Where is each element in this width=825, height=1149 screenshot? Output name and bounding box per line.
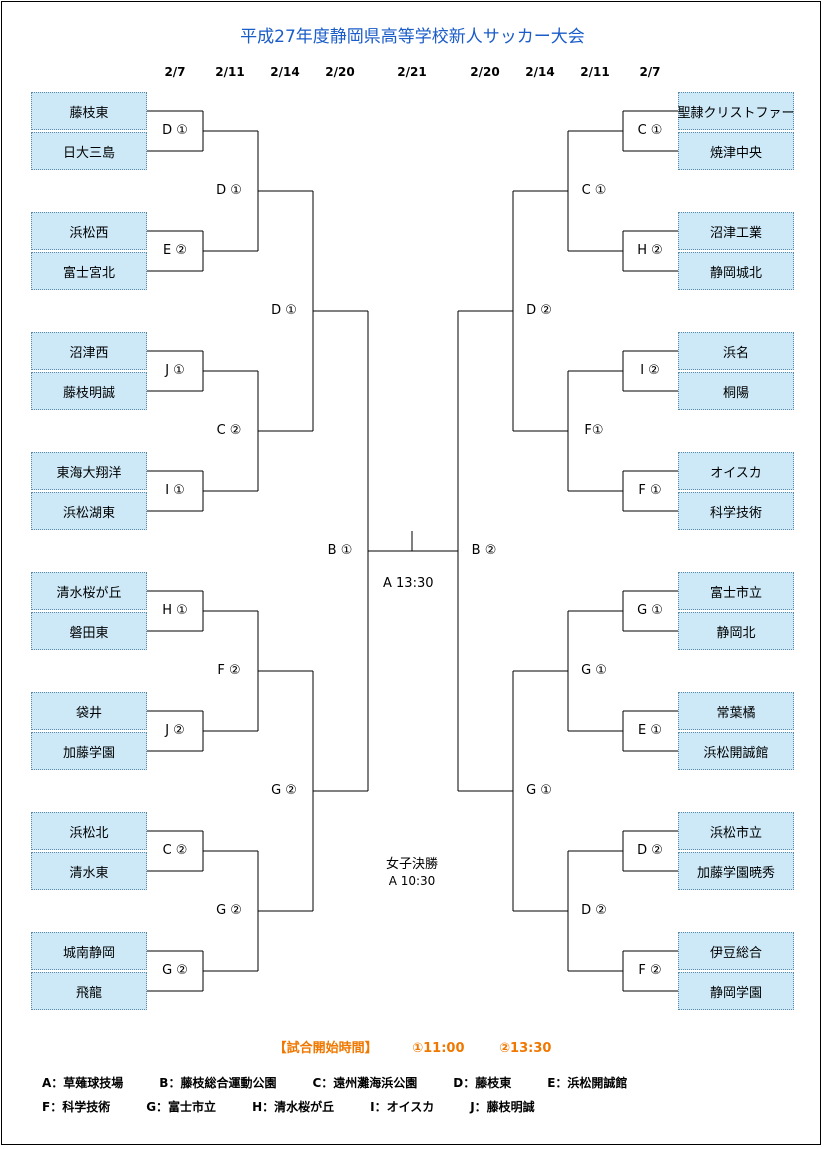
- match-label: G ②: [271, 783, 297, 798]
- team-box: 浜名: [678, 332, 794, 370]
- team-box: 清水桜が丘: [31, 572, 147, 610]
- team-box: 沼津工業: [678, 212, 794, 250]
- team-box: 富士市立: [678, 572, 794, 610]
- match-label: F①: [584, 423, 604, 438]
- legend-time-2: ②13:30: [499, 1041, 552, 1056]
- team-box: 桐陽: [678, 372, 794, 410]
- match-label: I ②: [640, 363, 660, 378]
- venue-item: H：清水桜が丘: [252, 1100, 335, 1114]
- team-box: 袋井: [31, 692, 147, 730]
- venue-list-row-1: A：草薙球技場 B：藤枝総合運動公園 C：遠州灘海浜公園 D：藤枝東 E：浜松開誠館: [42, 1074, 663, 1091]
- match-label: F ②: [638, 963, 662, 978]
- team-box: 静岡北: [678, 612, 794, 650]
- match-label: F ②: [217, 663, 241, 678]
- date-label: 2/21: [397, 65, 427, 79]
- date-label: 2/20: [325, 65, 355, 79]
- team-box: 伊豆総合: [678, 932, 794, 970]
- match-label: G ①: [637, 603, 663, 618]
- team-box: 沼津西: [31, 332, 147, 370]
- match-label: C ②: [162, 843, 188, 858]
- women-final-time: A 10:30: [388, 874, 436, 888]
- match-label: D ②: [581, 903, 607, 918]
- team-box: 藤枝東: [31, 92, 147, 130]
- venue-item: E：浜松開誠館: [547, 1076, 628, 1090]
- women-final-label: 女子決勝: [385, 857, 439, 872]
- venue-item: C：遠州灘海浜公園: [312, 1076, 418, 1090]
- match-label: D ②: [637, 843, 663, 858]
- match-label: I ①: [165, 483, 185, 498]
- match-label: C ①: [637, 123, 663, 138]
- team-box: 科学技術: [678, 492, 794, 530]
- team-box: 静岡城北: [678, 252, 794, 290]
- team-box: 常葉橘: [678, 692, 794, 730]
- team-box: 清水東: [31, 852, 147, 890]
- date-label: 2/20: [470, 65, 500, 79]
- team-box: 浜松北: [31, 812, 147, 850]
- venue-item: F：科学技術: [42, 1100, 111, 1114]
- date-label: 2/7: [639, 65, 661, 79]
- team-box: 浜松市立: [678, 812, 794, 850]
- match-label: E ①: [637, 723, 663, 738]
- team-box: 飛龍: [31, 972, 147, 1010]
- venue-item: G：富士市立: [146, 1100, 217, 1114]
- venue-list-row-2: F：科学技術 G：富士市立 H：清水桜が丘 I：オイスカ J：藤枝明誠: [42, 1098, 571, 1115]
- match-label: D ②: [526, 303, 552, 318]
- venue-item: D：藤枝東: [453, 1076, 512, 1090]
- venue-item: B：藤枝総合運動公園: [159, 1076, 277, 1090]
- match-label: J ②: [165, 723, 185, 738]
- team-box: 藤枝明誠: [31, 372, 147, 410]
- team-box: 磐田東: [31, 612, 147, 650]
- venue-item: J：藤枝明誠: [470, 1100, 535, 1114]
- team-box: 聖隷クリストファー: [678, 92, 795, 130]
- match-label: D ①: [216, 183, 242, 198]
- team-box: 日大三島: [31, 132, 147, 170]
- team-box: 焼津中央: [678, 132, 794, 170]
- match-label: D ①: [271, 303, 297, 318]
- team-box: 加藤学園暁秀: [678, 852, 794, 890]
- match-label: G ②: [216, 903, 242, 918]
- legend-time-1: ①11:00: [412, 1041, 465, 1056]
- team-box: 富士宮北: [31, 252, 147, 290]
- match-label: G ①: [526, 783, 552, 798]
- semifinal-label: B ②: [471, 543, 497, 558]
- match-label: H ①: [162, 603, 188, 618]
- date-label: 2/11: [215, 65, 245, 79]
- team-box: 浜松西: [31, 212, 147, 250]
- team-box: 浜松湖東: [31, 492, 147, 530]
- legend-heading: 【試合開始時間】: [273, 1041, 378, 1056]
- venue-item: A：草薙球技場: [42, 1076, 124, 1090]
- match-label: C ②: [216, 423, 242, 438]
- date-label: 2/14: [525, 65, 555, 79]
- match-label: D ①: [162, 123, 188, 138]
- match-label: H ②: [637, 243, 663, 258]
- team-box: 加藤学園: [31, 732, 147, 770]
- team-box: オイスカ: [678, 452, 794, 490]
- venue-item: I：オイスカ: [370, 1100, 435, 1114]
- team-box: 城南静岡: [31, 932, 147, 970]
- team-box: 浜松開誠館: [678, 732, 794, 770]
- semifinal-label: B ①: [327, 543, 353, 558]
- page-title: 平成27年度静岡県高等学校新人サッカー大会: [240, 27, 585, 47]
- date-label: 2/14: [270, 65, 300, 79]
- match-label: C ①: [581, 183, 607, 198]
- match-label: G ②: [162, 963, 188, 978]
- match-label: E ②: [162, 243, 188, 258]
- match-label: J ①: [165, 363, 185, 378]
- start-times-legend: 【試合開始時間】 ①11:00 ②13:30: [0, 1037, 825, 1056]
- match-label: G ①: [581, 663, 607, 678]
- team-box: 東海大翔洋: [31, 452, 147, 490]
- team-box: 静岡学園: [678, 972, 794, 1010]
- match-label: F ①: [638, 483, 662, 498]
- date-label: 2/11: [580, 65, 610, 79]
- date-label: 2/7: [164, 65, 186, 79]
- final-time: A 13:30: [383, 576, 434, 591]
